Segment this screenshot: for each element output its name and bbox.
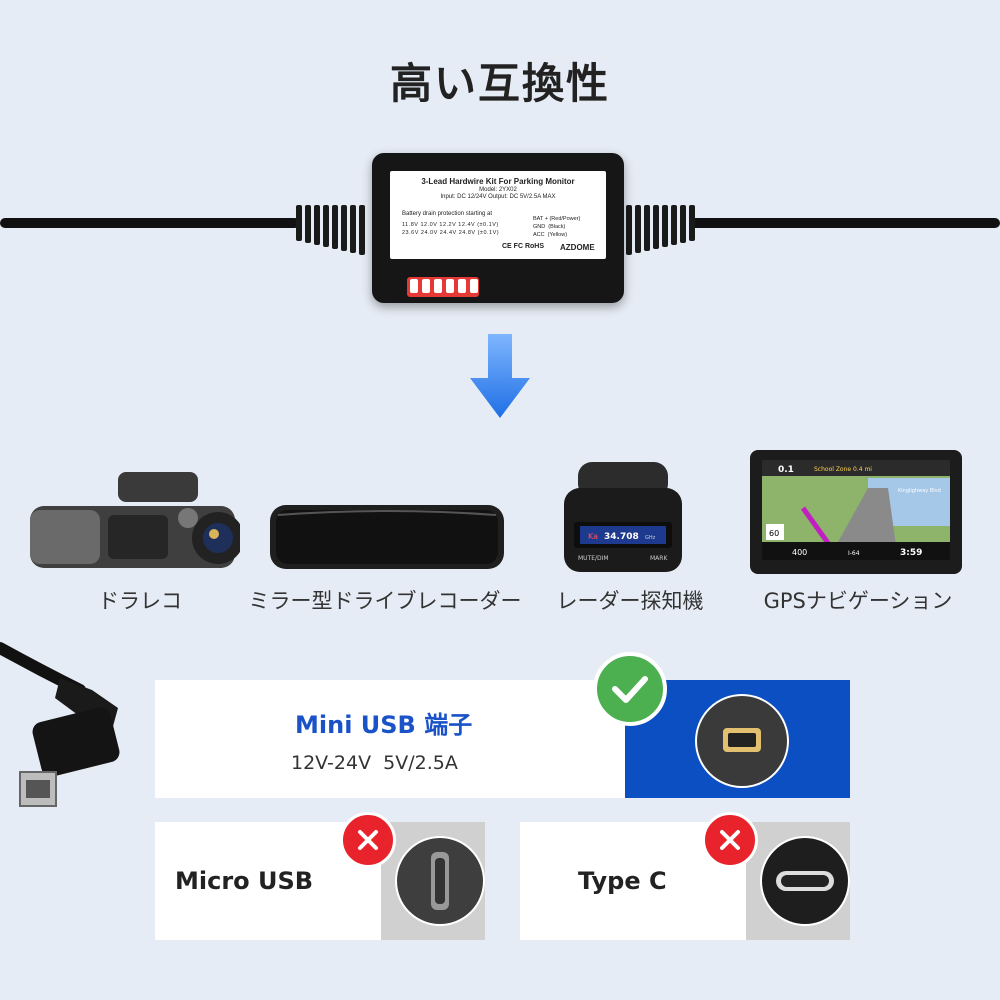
strain-relief-left	[296, 205, 365, 255]
radar-unit: GHz	[645, 535, 656, 541]
gps-zone: School Zone 0.4 mi	[814, 466, 872, 473]
mini-usb-panel: Mini USB 端子 12V-24V 5V/2.5A	[155, 680, 850, 798]
page-title: 高い互換性	[389, 59, 610, 108]
micro-usb-port-icon	[395, 836, 485, 926]
hardwire-kit-box: 3-Lead Hardwire Kit For Parking Monitor …	[372, 153, 624, 303]
radar-frequency: 34.708	[604, 532, 639, 542]
dashcam-icon	[30, 472, 240, 568]
type-c-port-icon	[760, 836, 850, 926]
kit-brand: AZDOME	[560, 243, 595, 252]
gps-speed: 0.1	[778, 465, 794, 475]
gps-navigation-icon: 0.1 School Zone 0.4 mi Kinglighway Blvd …	[750, 450, 962, 574]
kit-pins	[410, 279, 478, 293]
cross-icon-micro	[340, 812, 396, 868]
micro-usb-port-area	[381, 822, 485, 940]
kit-certs: CE FC RoHS	[502, 243, 544, 250]
mini-usb-port-icon	[695, 694, 789, 788]
gps-speed-limit: 60	[769, 529, 779, 538]
cross-icon-type-c	[702, 812, 758, 868]
check-icon	[593, 652, 667, 726]
gps-road: I-64	[848, 550, 860, 557]
mirror-recorder-icon	[270, 505, 504, 569]
type-c-port-area	[746, 822, 850, 940]
device-label-dashcam: ドラレコ	[98, 589, 182, 613]
gps-distance: 400	[792, 548, 807, 557]
mini-usb-plug-icon	[0, 642, 120, 807]
radar-detector-icon: Ka 34.708 GHz MUTE/DIM MARK	[564, 462, 682, 572]
kit-drain-text: Battery drain protection starting at	[402, 211, 493, 217]
radar-mute-button: MUTE/DIM	[578, 555, 609, 562]
mini-usb-title: Mini USB 端子	[295, 711, 473, 739]
kit-model: Model: 2YX02	[479, 187, 517, 193]
micro-usb-title: Micro USB	[175, 867, 314, 895]
type-c-panel: Type C	[520, 822, 850, 940]
kit-volt-row-2: 23.6V 24.0V 24.4V 24.8V (±0.1V)	[402, 230, 500, 236]
arrow-down-icon	[470, 334, 530, 418]
device-label-gps: GPSナビゲーション	[763, 589, 953, 613]
micro-usb-panel: Micro USB	[155, 822, 485, 940]
kit-wires: BAT + (Red/Power) GND (Black) ACC (Yello…	[533, 216, 581, 238]
cable-right	[690, 218, 1000, 228]
kit-label-title: 3-Lead Hardwire Kit For Parking Monitor	[421, 177, 575, 186]
radar-mark-button: MARK	[650, 555, 668, 562]
kit-label: 3-Lead Hardwire Kit For Parking Monitor …	[390, 171, 606, 259]
type-c-title: Type C	[578, 867, 667, 895]
kit-volt-row-1: 11.8V 12.0V 12.2V 12.4V (±0.1V)	[402, 222, 499, 228]
gps-time: 3:59	[900, 548, 922, 558]
device-label-mirror-recorder: ミラー型ドライブレコーダー	[248, 589, 522, 613]
kit-io: Input: DC 12/24V Output: DC 5V/2.5A MAX	[440, 194, 556, 200]
strain-relief-right	[626, 205, 695, 255]
cable-left	[0, 218, 300, 228]
device-label-radar: レーダー探知機	[556, 589, 704, 613]
gps-sign: Kinglighway Blvd	[898, 488, 941, 494]
radar-band: Ka	[588, 532, 598, 541]
mini-usb-spec: 12V-24V 5V/2.5A	[291, 752, 458, 774]
